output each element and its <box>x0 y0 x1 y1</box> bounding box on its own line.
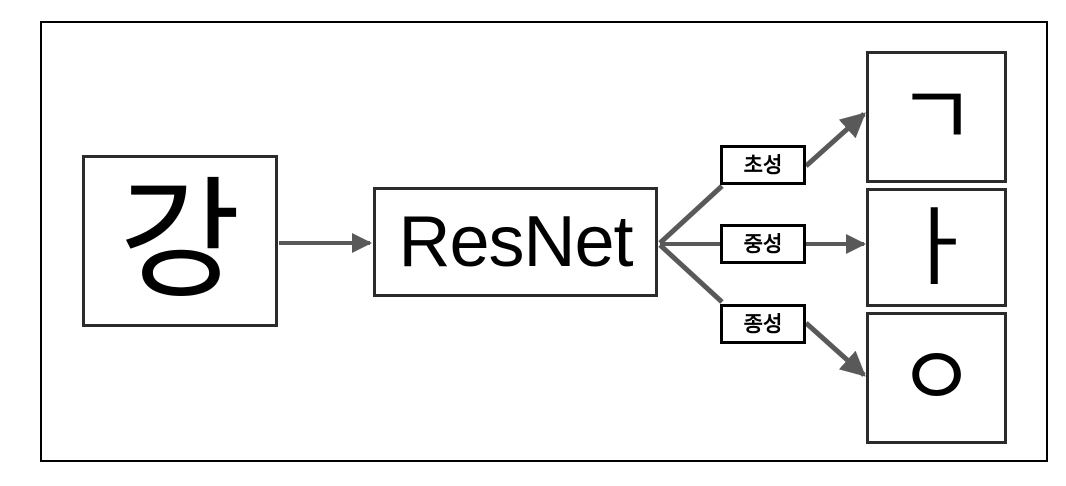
branch-label-jungseong: 중성 <box>720 224 806 264</box>
branch-label-choseong-text: 초성 <box>743 152 783 177</box>
resnet-model-label: ResNet <box>398 202 633 282</box>
branch-label-jongseong-text: 종성 <box>743 311 783 336</box>
branch-label-choseong: 초성 <box>720 145 806 185</box>
input-syllable-glyph: 강 <box>119 164 241 318</box>
output-jamo-ieung-glyph: ㅇ <box>896 328 977 428</box>
input-image-box: 강 <box>82 155 278 327</box>
branch-label-jongseong: 종성 <box>720 304 806 344</box>
branch-label-jungseong-text: 중성 <box>743 231 783 256</box>
output-jamo-giyeok-glyph: ㄱ <box>896 67 977 167</box>
output-box-choseong: ㄱ <box>866 51 1007 183</box>
resnet-model-box: ResNet <box>373 187 658 297</box>
output-box-jungseong: ㅏ <box>866 188 1007 307</box>
output-box-jongseong: ㅇ <box>866 312 1007 444</box>
output-jamo-a-glyph: ㅏ <box>896 197 977 298</box>
